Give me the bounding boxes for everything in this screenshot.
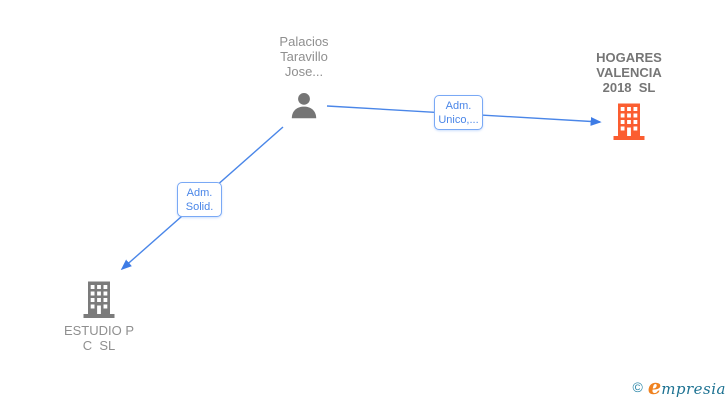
company-building-icon bbox=[613, 103, 645, 140]
node-company-hogares[interactable]: HOGARES VALENCIA 2018 SL bbox=[569, 50, 689, 141]
node-company-estudio[interactable]: ESTUDIO P C SL bbox=[39, 281, 159, 353]
company-name-line: 2018 SL bbox=[602, 80, 656, 95]
brand-logo: empresia bbox=[647, 374, 726, 399]
company-building-icon bbox=[83, 281, 115, 318]
company-name-line: VALENCIA bbox=[596, 65, 662, 80]
company-estudio-name-label: ESTUDIO P C SL bbox=[64, 323, 134, 353]
copyright-icon: © bbox=[632, 379, 643, 395]
edge-label-line: Adm. bbox=[445, 99, 472, 112]
brand-initial: e bbox=[647, 374, 662, 399]
brand-name: mpresia bbox=[661, 380, 726, 398]
person-name-label: Palacios Taravillo Jose... bbox=[279, 34, 328, 79]
person-name-line: Palacios bbox=[279, 34, 329, 49]
company-hogares-name-label: HOGARES VALENCIA 2018 SL bbox=[596, 50, 662, 95]
edge-label-adm-solid[interactable]: Adm. Solid. bbox=[177, 182, 222, 217]
company-name-line: C SL bbox=[82, 338, 116, 353]
edge-label-line: Unico,... bbox=[438, 113, 479, 126]
person-name-line: Jose... bbox=[284, 64, 324, 79]
person-icon bbox=[291, 92, 317, 119]
person-name-line: Taravillo bbox=[280, 49, 328, 64]
edge-label-line: Adm. bbox=[186, 186, 213, 199]
brand-footer[interactable]: © empresia bbox=[632, 374, 726, 399]
company-name-line: HOGARES bbox=[596, 50, 662, 65]
company-name-line: ESTUDIO P bbox=[63, 323, 135, 338]
node-person[interactable]: Palacios Taravillo Jose... bbox=[244, 34, 364, 121]
edge-label-line: Solid. bbox=[185, 200, 214, 213]
edge-label-adm-unico[interactable]: Adm. Unico,... bbox=[434, 95, 483, 130]
